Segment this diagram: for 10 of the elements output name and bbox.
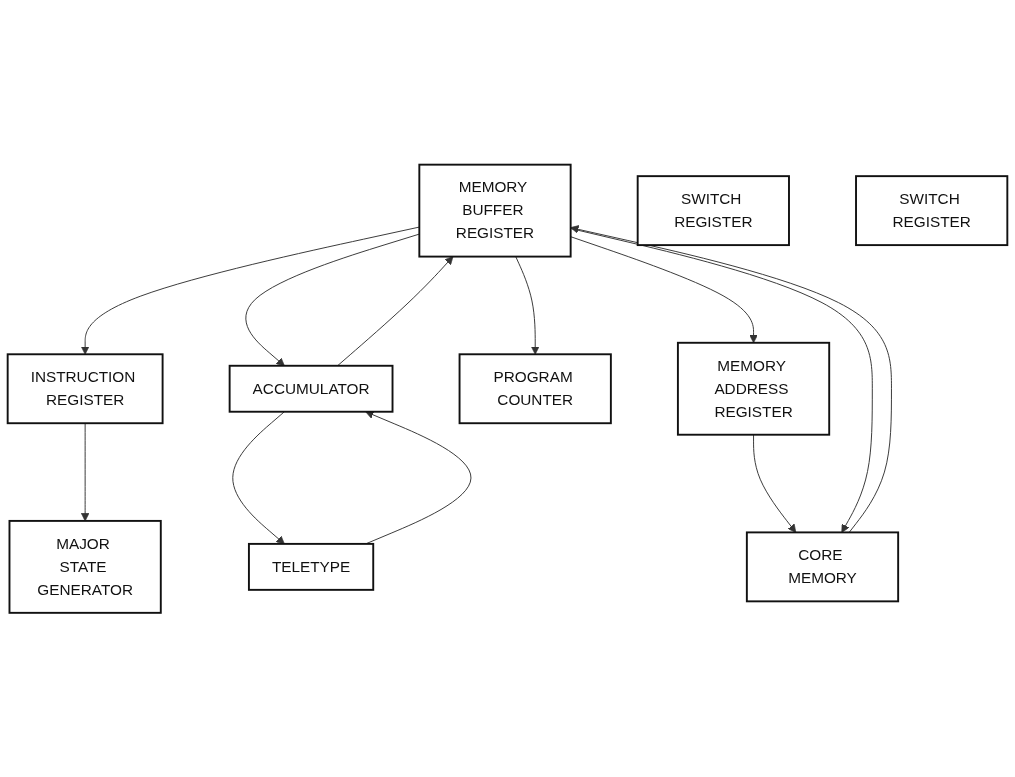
node-box: SWITCH REGISTER (855, 174, 1009, 246)
node-box: MEMORY ADDRESS REGISTER (676, 341, 831, 436)
node-box: ACCUMULATOR (228, 364, 394, 413)
node-box: MAJOR STATE GENERATOR (8, 519, 162, 614)
node-box: TELETYPE (247, 542, 375, 591)
node-box: CORE MEMORY (745, 531, 900, 603)
node-box: SWITCH REGISTER (636, 174, 790, 246)
node-box: MEMORY BUFFER REGISTER (418, 163, 572, 258)
node-box: INSTRUCTION REGISTER (6, 353, 164, 424)
node-box: PROGRAM COUNTER (458, 353, 612, 424)
